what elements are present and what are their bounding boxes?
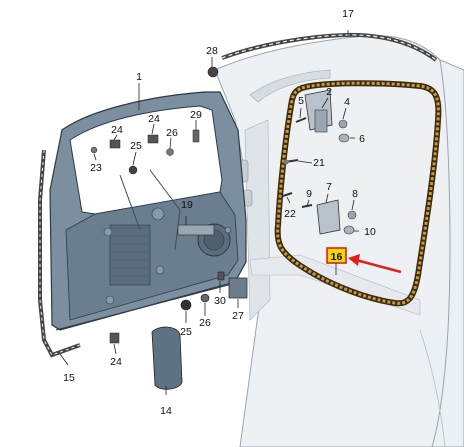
callout-23: 23 — [90, 162, 102, 174]
callout-15: 15 — [63, 372, 75, 384]
door-panel-1 — [49, 91, 247, 331]
callout-19: 19 — [181, 199, 193, 211]
callout-14: 14 — [160, 405, 172, 417]
callout-30: 30 — [214, 295, 226, 307]
highlight-callout-16: 16 — [326, 247, 402, 275]
callout-4: 4 — [344, 96, 350, 108]
callout-7: 7 — [326, 181, 332, 193]
callout-27: 27 — [232, 310, 244, 322]
callout-21: 21 — [313, 157, 325, 169]
callout-24-top-left: 24 — [111, 124, 123, 136]
callout-6: 6 — [359, 133, 365, 145]
door-seal-15 — [38, 149, 81, 358]
callout-28: 28 — [206, 45, 218, 57]
callout-29: 29 — [190, 109, 202, 121]
callout-10: 10 — [364, 226, 376, 238]
callout-24-bottom: 24 — [110, 356, 122, 368]
callout-24-top-mid: 24 — [148, 113, 160, 125]
callout-9: 9 — [306, 188, 312, 200]
callout-16: 16 — [331, 251, 343, 263]
callout-labels: 1 2 4 5 6 7 8 9 10 14 15 17 19 21 22 23 … — [63, 8, 376, 417]
callout-26-top: 26 — [166, 127, 178, 139]
parts — [90, 66, 357, 390]
leader-lines — [59, 30, 359, 395]
highlight-arrow-head — [348, 254, 360, 266]
callout-25-top: 25 — [130, 140, 142, 152]
callout-22: 22 — [284, 208, 296, 220]
callout-2: 2 — [326, 86, 332, 98]
car-body — [214, 35, 464, 447]
callout-25-bottom: 25 — [180, 326, 192, 338]
callout-1: 1 — [136, 71, 142, 83]
highlight-arrow-shaft — [355, 258, 402, 274]
callout-17: 17 — [342, 8, 354, 20]
callout-5: 5 — [298, 95, 304, 107]
roof-seal-17 — [221, 32, 438, 62]
callout-26-bottom: 26 — [199, 317, 211, 329]
callout-8: 8 — [352, 188, 358, 200]
door-seal-16 — [274, 80, 442, 307]
